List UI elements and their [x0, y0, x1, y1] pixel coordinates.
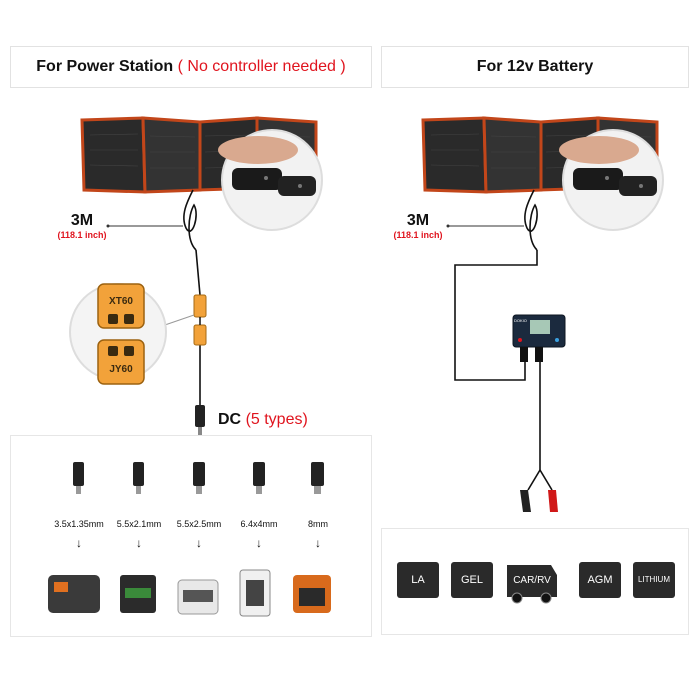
- battery-icons: [397, 562, 675, 604]
- controller-brand: DOKIO: [514, 318, 527, 323]
- dc-label-note: (5 types): [245, 411, 308, 428]
- left-cable: [183, 189, 201, 405]
- dc-tips: [73, 462, 324, 494]
- right-length-label: 3M (118.1 inch): [388, 212, 448, 240]
- size-label-5: 8mm: [308, 519, 328, 529]
- down-arrow-icon: ↓: [315, 536, 321, 550]
- battery-label-gel: GEL: [460, 574, 483, 586]
- right-cable: [454, 189, 553, 491]
- dc-plug-main: [195, 405, 205, 435]
- dc-label: DC (5 types): [218, 411, 308, 429]
- left-title-note: ( No controller needed ): [177, 58, 346, 75]
- down-arrow-icon: ↓: [256, 536, 262, 550]
- left-length-inch: (118.1 inch): [57, 230, 107, 240]
- connector-zoom-circle: [69, 283, 167, 385]
- battery-label-lithium: LITHIUM: [638, 575, 670, 584]
- charge-controller: [512, 314, 566, 362]
- right-length-inch: (118.1 inch): [393, 230, 443, 240]
- left-length-label: 3M (118.1 inch): [52, 212, 112, 240]
- down-arrow-icon: ↓: [196, 536, 202, 550]
- right-length-value: 3M: [406, 212, 430, 229]
- right-section-header: For 12v Battery: [381, 46, 689, 88]
- battery-clamps: [520, 490, 558, 512]
- left-inline-connectors: [193, 294, 207, 346]
- right-connector-zoom: [559, 129, 664, 231]
- left-section-header: For Power Station ( No controller needed…: [10, 46, 372, 88]
- battery-label-la: LA: [411, 574, 425, 586]
- left-title: For Power Station: [36, 58, 174, 75]
- battery-label-car-rv: CAR/RV: [513, 575, 551, 586]
- size-label-1: 3.5x1.35mm: [54, 519, 104, 529]
- down-arrow-icon: ↓: [136, 536, 142, 550]
- power-stations: [48, 569, 331, 617]
- size-label-4: 6.4x4mm: [240, 519, 278, 529]
- dc-label-text: DC: [218, 411, 242, 428]
- jy60-label: JY60: [109, 364, 133, 375]
- size-label-3: 5.5x2.5mm: [176, 519, 222, 529]
- left-length-value: 3M: [70, 212, 94, 229]
- down-arrow-icon: ↓: [76, 536, 82, 550]
- size-label-2: 5.5x2.1mm: [116, 519, 162, 529]
- right-title: For 12v Battery: [476, 58, 594, 75]
- battery-label-agm: AGM: [587, 574, 613, 586]
- left-connector-zoom: [218, 129, 323, 231]
- xt60-label: XT60: [109, 296, 133, 307]
